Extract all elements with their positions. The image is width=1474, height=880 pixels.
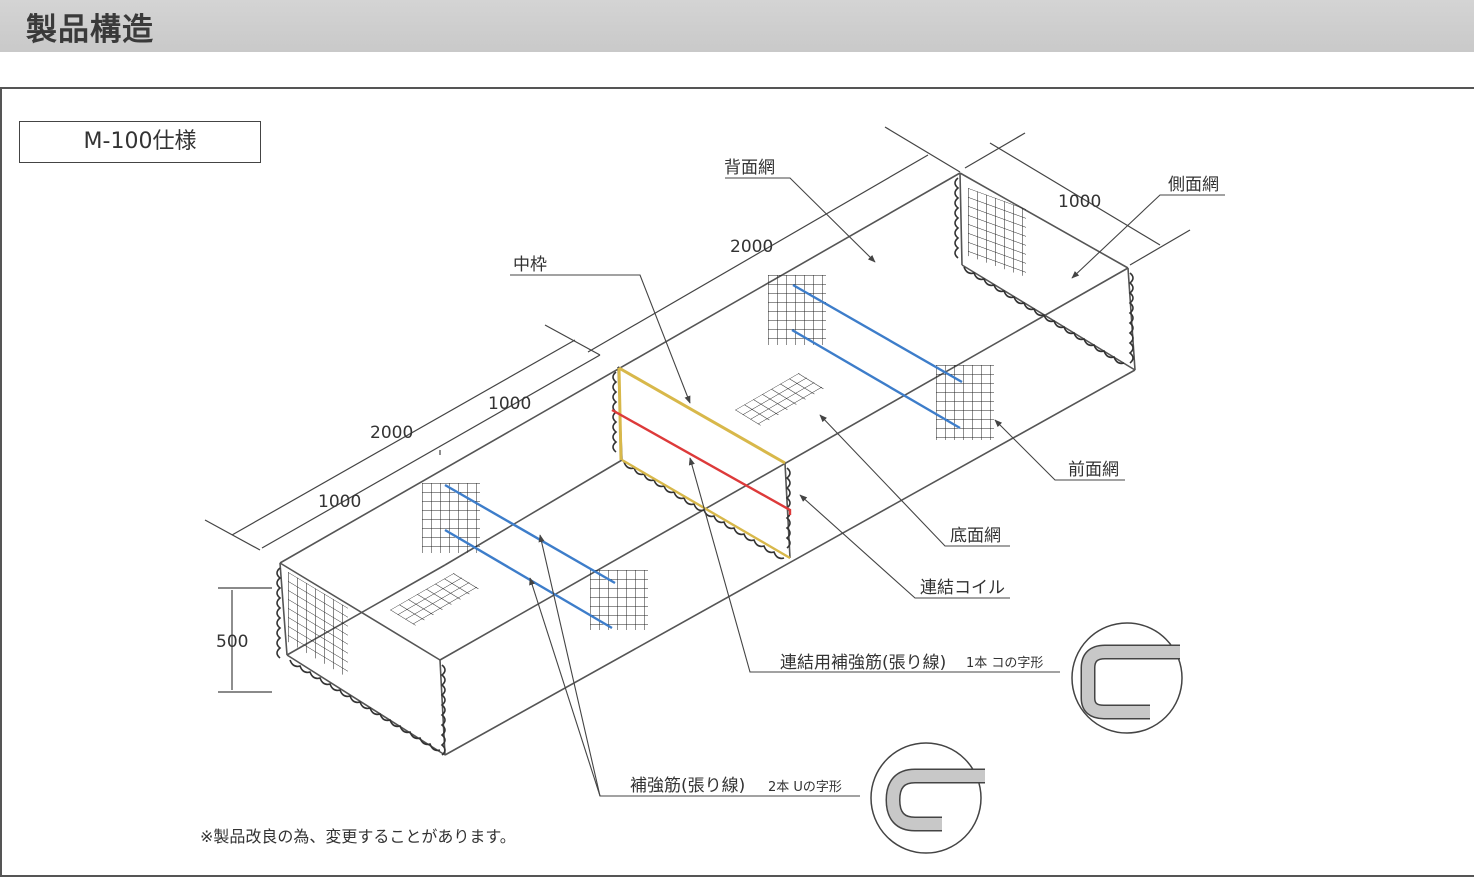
dim-width: 1000 (1058, 192, 1101, 212)
label-rebar-count: 2本 Uの字形 (768, 780, 842, 795)
header-bar: 製品構造 (0, 0, 1474, 52)
leader-lines (510, 177, 1225, 797)
detail-circle-u-shape (870, 742, 985, 854)
label-connecting-coil: 連結コイル (920, 578, 1005, 598)
diagram-frame (0, 87, 1474, 877)
label-rebar: 補強筋(張り線) (630, 776, 745, 796)
footnote: ※製品改良の為、変更することがあります。 (200, 827, 516, 846)
page-title: 製品構造 (26, 12, 154, 48)
label-back-mesh: 背面網 (724, 158, 775, 178)
mesh-patches (288, 188, 1026, 679)
spec-label: M-100仕様 (19, 121, 261, 163)
label-bottom-mesh: 底面網 (950, 526, 1001, 546)
label-connecting-rebar-count: 1本 コの字形 (966, 656, 1043, 671)
detail-circle-c-shape (1071, 622, 1183, 734)
label-side-mesh: 側面網 (1168, 175, 1219, 195)
dim-segment-front: 1000 (318, 492, 361, 512)
label-front-mesh: 前面網 (1068, 460, 1119, 480)
dimension-lines (204, 126, 1191, 693)
rebar-wires (444, 283, 963, 630)
middle-frame-bar (618, 366, 786, 465)
label-connecting-rebar: 連結用補強筋(張り線) (780, 653, 946, 673)
middle-frame-bottom (621, 458, 791, 560)
label-middle-frame: 中枠 (513, 255, 547, 275)
connecting-rebar-wire (611, 408, 792, 515)
dim-height: 500 (216, 632, 248, 652)
dim-back-length: 2000 (730, 237, 773, 257)
dim-overall-length: 2000 (370, 423, 413, 443)
coils (276, 177, 1134, 756)
dim-segment-back: 1000 (488, 394, 531, 414)
